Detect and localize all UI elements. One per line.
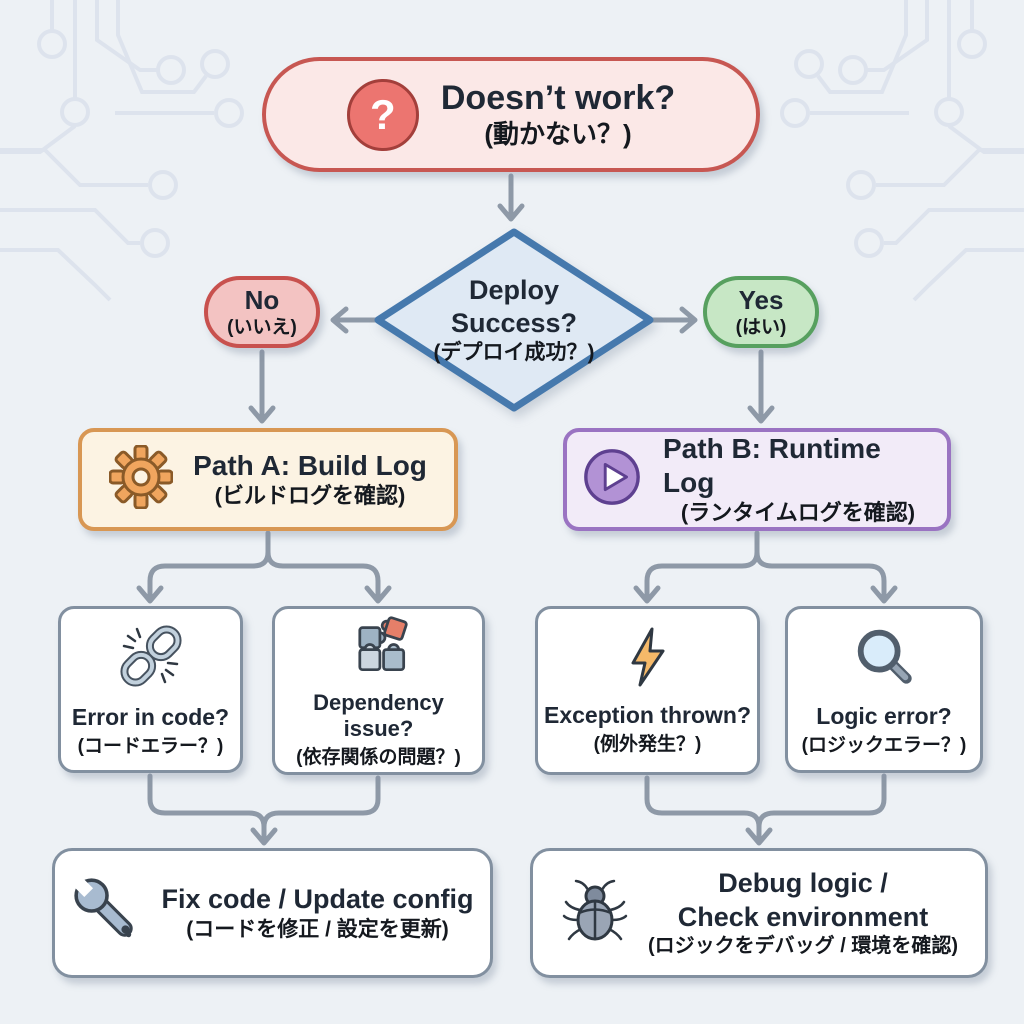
dependency-issue-node: Dependency issue? (依存関係の問題？)	[272, 606, 485, 775]
exception-subtitle: (例外発生？)	[593, 734, 702, 755]
path-b-subtitle: (ランタイムログを確認)	[680, 500, 916, 526]
start-subtitle: (動かない？)	[484, 119, 632, 150]
yes-sublabel: (はい)	[735, 317, 787, 339]
no-branch-label: No (いいえ)	[204, 276, 320, 348]
error-in-code-node: Error in code? (コードエラー？)	[58, 606, 243, 773]
decision-subtitle: (デプロイ成功？)	[433, 341, 595, 365]
path-b-node: Path B: Runtime Log (ランタイムログを確認)	[563, 428, 951, 531]
logic-error-title: Logic error?	[816, 703, 952, 729]
logic-error-node: Logic error? (ロジックエラー？)	[785, 606, 983, 773]
error-in-code-subtitle: (コードエラー？)	[77, 736, 224, 757]
decision-node: Deploy Success? (デプロイ成功？)	[368, 222, 660, 418]
path-a-subtitle: (ビルドログを確認)	[214, 483, 406, 509]
path-a-node: Path A: Build Log (ビルドログを確認)	[78, 428, 458, 531]
debug-logic-node: Debug logic / Check environment (ロジックをデバ…	[530, 848, 988, 978]
no-sublabel: (いいえ)	[227, 317, 297, 339]
yes-branch-label: Yes (はい)	[703, 276, 819, 348]
broken-link-icon	[116, 621, 186, 696]
start-title: Doesn’t work?	[440, 78, 676, 117]
debug-logic-line1: Debug logic /	[718, 867, 888, 898]
diamond-shape	[374, 228, 654, 412]
logic-error-subtitle: (ロジックエラー？)	[801, 735, 967, 756]
decision-line2: Success?	[450, 308, 578, 339]
yes-label: Yes	[738, 284, 784, 315]
dependency-line2: issue?	[343, 715, 414, 741]
lightning-icon	[616, 625, 680, 694]
fix-code-subtitle: (コードを修正 / 設定を更新)	[186, 917, 449, 941]
path-b-title: Path B: Runtime Log	[663, 432, 881, 499]
gear-icon	[108, 444, 174, 514]
question-icon: ?	[346, 78, 419, 151]
wrench-icon	[67, 870, 143, 952]
magnifier-icon	[850, 622, 918, 695]
exception-title: Exception thrown?	[544, 702, 751, 728]
exception-thrown-node: Exception thrown? (例外発生？)	[535, 606, 760, 775]
no-label: No	[244, 284, 280, 315]
dependency-line1: Dependency	[313, 689, 444, 715]
fix-code-node: Fix code / Update config (コードを修正 / 設定を更新…	[52, 848, 493, 978]
dependency-subtitle: (依存関係の問題？)	[296, 746, 461, 768]
puzzle-icon	[347, 613, 411, 682]
path-a-title: Path A: Build Log	[193, 450, 427, 481]
decision-line1: Deploy	[468, 275, 560, 306]
debug-logic-line2: Check environment	[677, 901, 929, 932]
fix-code-title: Fix code / Update config	[161, 884, 474, 914]
error-in-code-title: Error in code?	[71, 704, 230, 730]
debug-logic-subtitle: (ロジックをデバッグ / 環境を確認)	[648, 935, 958, 958]
bug-icon	[560, 876, 630, 951]
start-node: ? Doesn’t work? (動かない？)	[262, 57, 760, 172]
play-icon	[581, 446, 643, 513]
